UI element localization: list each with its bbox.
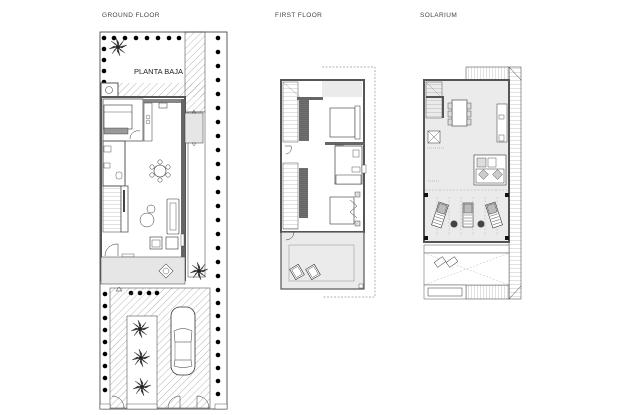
solarium-plan: · · · · ·: [423, 66, 522, 300]
car-icon: [170, 306, 196, 376]
first-floor-plan: [280, 66, 376, 298]
svg-text:· · · · ·: · · · · ·: [491, 110, 493, 116]
planta-baja-label: PLANTA BAJA: [134, 67, 183, 76]
ground-floor-plan: PLANTA BAJA: [99, 31, 228, 410]
solarium-title: SOLARIUM: [420, 12, 458, 19]
hedge-dots: [101, 35, 221, 397]
ground-floor-title: GROUND FLOOR: [102, 12, 160, 19]
first-floor-title: FIRST FLOOR: [275, 12, 323, 19]
